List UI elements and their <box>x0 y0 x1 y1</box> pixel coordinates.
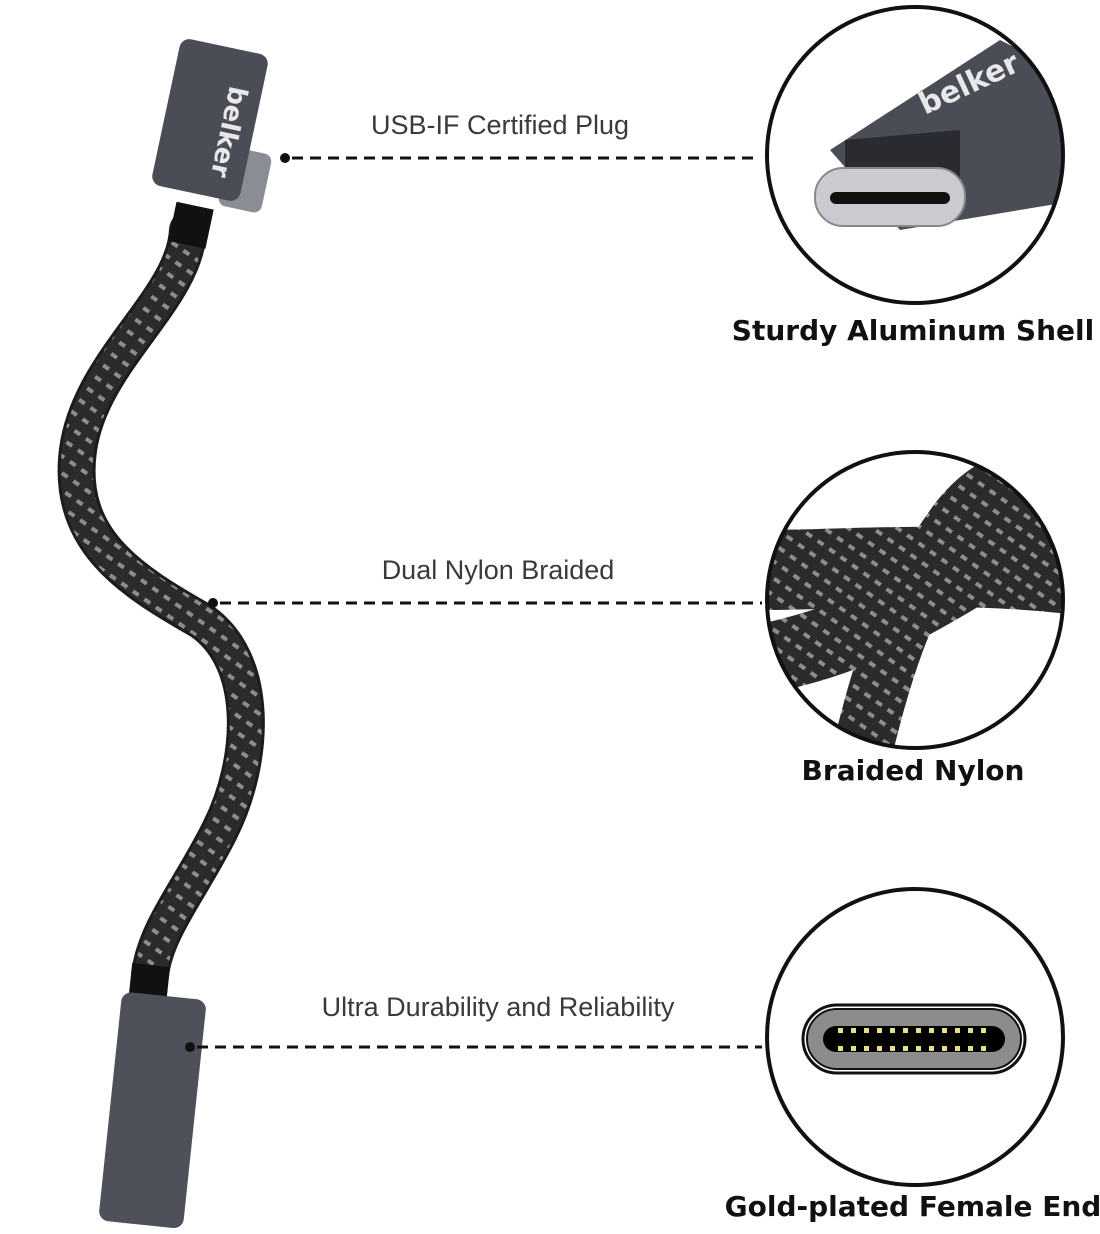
gold-pin <box>838 1028 843 1033</box>
closeup-aluminum-shell: belker <box>765 5 1065 305</box>
gold-pin <box>838 1046 843 1051</box>
caption-braided-nylon: Braided Nylon <box>801 754 1025 787</box>
callout-label-durability: Ultra Durability and Reliability <box>321 992 675 1022</box>
gold-pin <box>916 1046 921 1051</box>
closeup-braided-nylon <box>765 450 1065 750</box>
callout-label-braid: Dual Nylon Braided <box>381 555 615 585</box>
gold-pin <box>851 1046 856 1051</box>
callout-label-plug: USB-IF Certified Plug <box>370 110 630 140</box>
gold-pin <box>877 1028 882 1033</box>
gold-pin <box>968 1046 973 1051</box>
gold-pin <box>955 1028 960 1033</box>
gold-pin <box>968 1028 973 1033</box>
braided-cable <box>57 211 265 994</box>
leader-lines <box>185 153 762 1052</box>
gold-pin <box>916 1028 921 1033</box>
gold-pin <box>877 1046 882 1051</box>
gold-pin <box>981 1046 986 1051</box>
gold-pin <box>929 1046 934 1051</box>
gold-pin <box>903 1046 908 1051</box>
caption-aluminum-shell: Sturdy Aluminum Shell <box>731 314 1095 347</box>
gold-pin <box>890 1028 895 1033</box>
gold-pin <box>864 1028 869 1033</box>
caption-female-end: Gold-plated Female End <box>724 1190 1100 1223</box>
usb-c-female-end <box>99 963 206 1229</box>
gold-pin <box>942 1028 947 1033</box>
gold-pins <box>838 1028 986 1051</box>
gold-pin <box>890 1046 895 1051</box>
gold-pin <box>903 1028 908 1033</box>
gold-pin <box>929 1028 934 1033</box>
gold-pin <box>942 1046 947 1051</box>
closeup-female-port <box>765 887 1065 1187</box>
gold-pin <box>851 1028 856 1033</box>
gold-pin <box>981 1028 986 1033</box>
gold-pin <box>955 1046 960 1051</box>
gold-pin <box>864 1046 869 1051</box>
usb-c-plug: belker <box>152 39 272 249</box>
